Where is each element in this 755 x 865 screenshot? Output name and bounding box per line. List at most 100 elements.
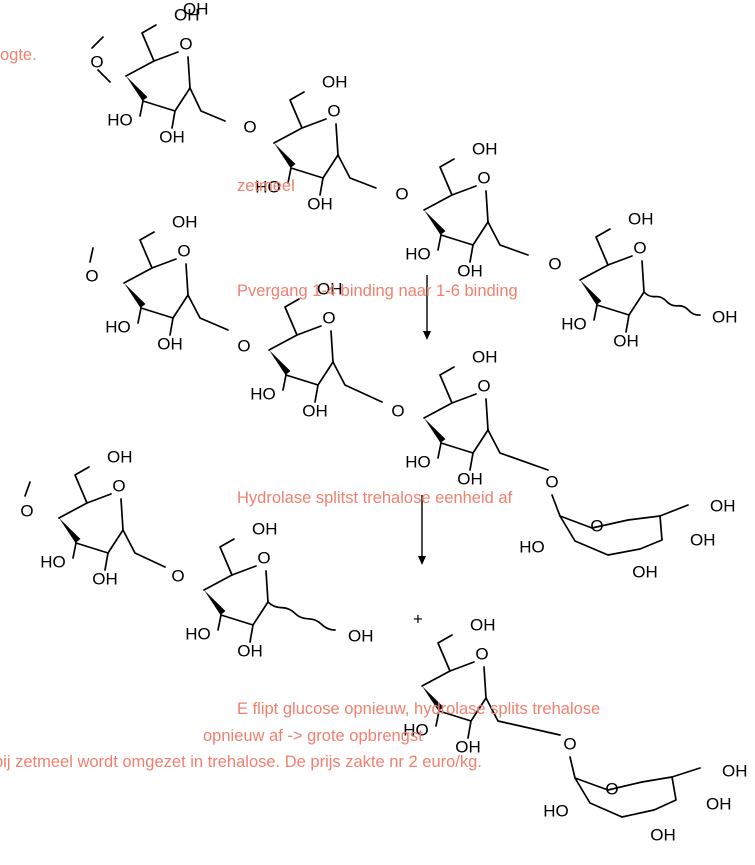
ring-front-bond	[59, 518, 81, 544]
hydroxyl-bond	[469, 452, 474, 471]
ch2oh-bond	[439, 158, 455, 196]
hydroxyl-c6: OH	[472, 139, 498, 158]
ring-front-bond	[422, 686, 444, 712]
hydroxyl-bond	[217, 614, 222, 631]
alpha-1-4-bond	[187, 294, 229, 331]
hydroxyl-bond	[139, 100, 144, 117]
hydroxyl-c6: OH	[722, 761, 748, 780]
glycosidic-oxygen: O	[563, 734, 576, 753]
hydroxyl-bond	[169, 317, 174, 336]
hydroxyl-bond	[435, 710, 440, 727]
alpha-1-1-bond	[487, 429, 549, 471]
ring-oxygen: O	[605, 779, 618, 798]
ring-oxygen: O	[257, 548, 270, 567]
ring-bond	[187, 56, 191, 89]
hydroxyl-c2: HO	[543, 801, 569, 820]
ring-front-bond	[124, 283, 146, 309]
hydroxyl-c6: OH	[322, 72, 348, 91]
hydroxyl-c3: HO	[561, 314, 587, 333]
bond-lines	[24, 24, 701, 818]
ch2oh-bond	[284, 298, 300, 336]
hydroxyl-c3: HO	[405, 244, 431, 263]
ring-front-bond	[204, 590, 226, 616]
glycosidic-oxygen: O	[391, 401, 404, 420]
hydroxyl-bond	[593, 304, 598, 321]
glycosidic-oxygen: O	[20, 501, 33, 520]
anomeric-hydroxyl: OH	[348, 626, 374, 645]
hydroxyl-c6-label: OH	[183, 0, 209, 18]
ring-bond	[335, 123, 339, 156]
hydroxyl-bond	[249, 624, 254, 643]
reaction-arrow-1-head	[423, 331, 431, 340]
ch2oh-bond	[141, 24, 157, 62]
ring-bond	[483, 666, 487, 699]
methyl-stub	[24, 481, 31, 497]
wavy-bond	[643, 291, 701, 316]
wavy-bond	[267, 601, 336, 631]
hydroxyl-c2: OH	[302, 401, 328, 420]
ring-oxygen: O	[475, 644, 488, 663]
hydroxyl-bond	[319, 177, 324, 196]
ring-front-bond	[424, 210, 446, 236]
ring-oxygen: O	[327, 101, 340, 120]
alpha-1-4-bond	[189, 87, 226, 122]
hydroxyl-c6: OH	[107, 447, 133, 466]
ch2oh-bond	[439, 366, 455, 404]
hydroxyl-c6: OH	[174, 5, 200, 24]
ring-front-bond	[274, 143, 296, 169]
reaction-arrows	[418, 275, 431, 565]
ch2oh-bond	[219, 538, 235, 576]
methoxy-stub	[97, 69, 111, 83]
glycosidic-oxygen: O	[545, 472, 558, 491]
ring-bond	[220, 601, 269, 626]
hydroxyl-c3: HO	[255, 177, 281, 196]
plus-sign: +	[413, 609, 423, 628]
hydroxyl-c2: OH	[457, 261, 483, 280]
hydroxyl-c2: OH	[157, 334, 183, 353]
hydroxyl-c6: OH	[710, 496, 736, 515]
hydroxyl-c6: OH	[172, 212, 198, 231]
glycosidic-oxygen: O	[243, 117, 256, 136]
hydroxyl-c4: OH	[690, 530, 716, 549]
ch2oh-bond	[74, 466, 90, 504]
alpha-1-1-bond	[551, 494, 561, 517]
alpha-1-4-bond	[122, 529, 166, 568]
annotation-step-hydrolysis: Hydrolase splitst trehalose eenheid af	[237, 489, 513, 507]
hydroxyl-c3: OH	[650, 825, 676, 844]
ring-front-bond	[126, 76, 148, 102]
ch2oh-bond	[437, 634, 453, 672]
glycosidic-oxygen: O	[90, 52, 103, 71]
ring-bond	[574, 776, 677, 818]
hydroxyl-c3: HO	[185, 624, 211, 643]
hydroxyl-bond	[72, 542, 77, 559]
annotation-top-fragment: ogte.	[0, 46, 37, 64]
ring-bond	[559, 515, 663, 556]
ring-bond	[75, 529, 124, 554]
glycosidic-oxygen: O	[237, 336, 250, 355]
methyl-stub	[91, 36, 104, 49]
hydroxyl-c3: HO	[40, 552, 66, 571]
ring-oxygen: O	[179, 34, 192, 53]
annotation-starch: zetmeel	[237, 177, 295, 195]
ring-oxygen: O	[112, 476, 125, 495]
ring-bond	[596, 291, 645, 316]
reaction-arrow-2-head	[418, 556, 426, 565]
annotation-step-repeat-line1: E flipt glucose opnieuw, hydrolase split…	[237, 700, 601, 718]
hydroxyl-c2: OH	[455, 737, 481, 756]
ring-front-bond	[580, 280, 602, 306]
alpha-1-4-bond	[337, 154, 377, 189]
ring-bond	[330, 330, 334, 363]
glycosidic-oxygen: O	[85, 266, 98, 285]
ch2oh-bond	[595, 228, 611, 266]
ring-oxygen: O	[177, 241, 190, 260]
hydroxyl-bond	[437, 442, 442, 459]
hydroxyl-c2: OH	[307, 194, 333, 213]
ring-bond	[440, 429, 489, 454]
hydroxyl-bond	[467, 720, 472, 739]
ring-bond	[290, 154, 339, 179]
hydroxyl-c2: OH	[92, 569, 118, 588]
ring-oxygen: O	[477, 168, 490, 187]
hydroxyl-c6: OH	[472, 347, 498, 366]
glycosidic-oxygen: O	[395, 184, 408, 203]
hydroxyl-bond	[469, 244, 474, 263]
